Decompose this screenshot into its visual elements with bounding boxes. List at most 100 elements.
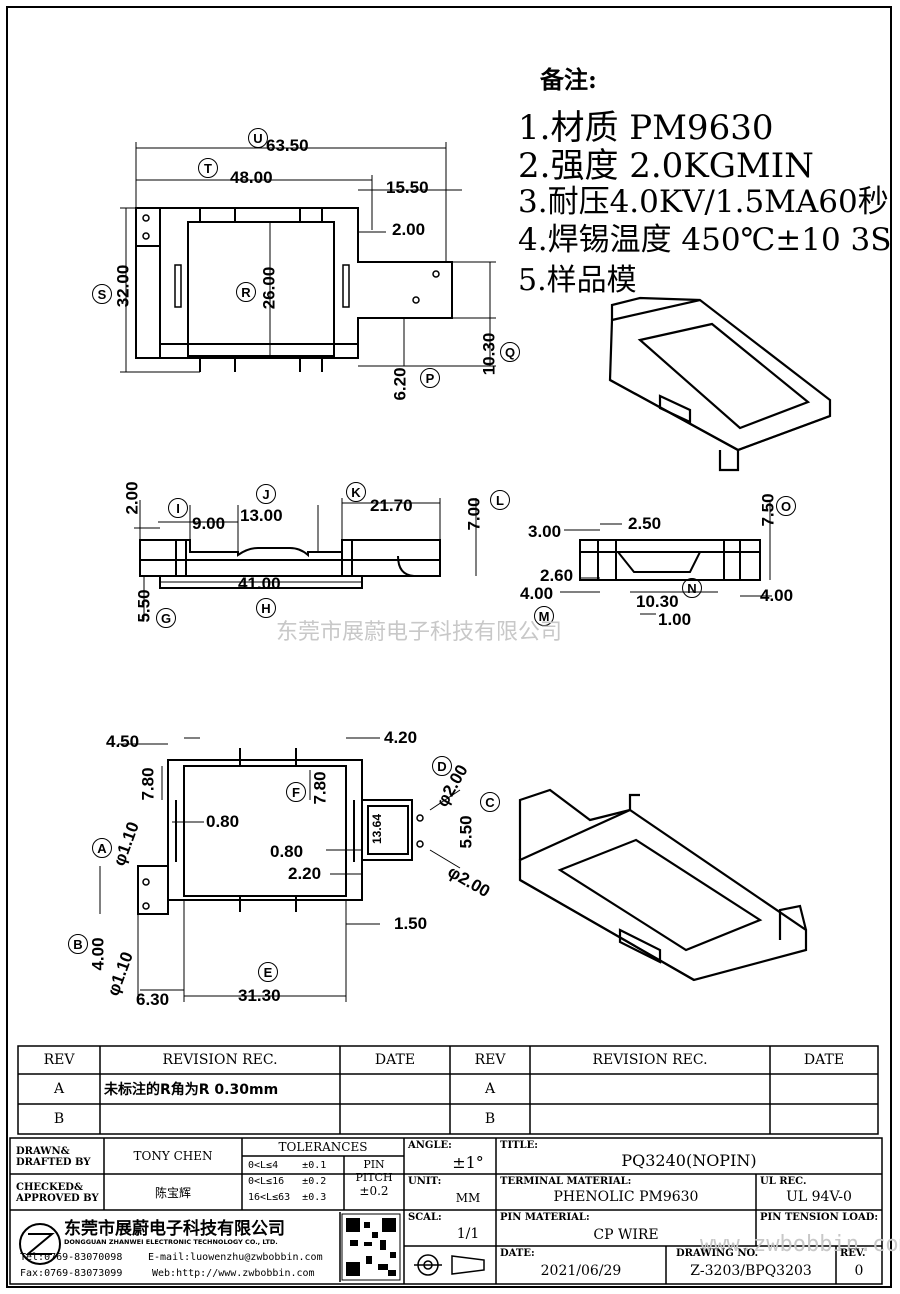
title-label: TITLE: [500, 1140, 538, 1151]
top-view-dims [120, 142, 496, 373]
label-n: N [682, 578, 702, 598]
label-q: Q [500, 342, 520, 362]
bottom-view [137, 748, 424, 915]
rev-no-value: 0 [854, 1263, 864, 1279]
dim-4-00-b: 4.00 [760, 586, 794, 605]
date-header-1: DATE [374, 1052, 416, 1068]
label-f: F [286, 782, 306, 802]
dim-13-00: 13.00 [240, 506, 283, 525]
dim-2-60: 2.60 [540, 566, 574, 585]
dim-2-20: 2.20 [288, 864, 322, 883]
label-k: K [346, 482, 366, 502]
label-d: D [432, 756, 452, 776]
note-voltage: 3.耐压4.0KV/1.5MA60秒 [518, 184, 889, 220]
terminal-material-value: PHENOLIC PM9630 [553, 1189, 699, 1205]
angle-value: ±1° [452, 1152, 484, 1172]
dim-6-20: 6.20 [390, 367, 410, 401]
label-a: A [92, 838, 112, 858]
note-strength: 2.强度 2.0KGMIN [518, 146, 814, 186]
rev-b-left: B [53, 1111, 65, 1127]
rev-header-2: REV [474, 1052, 506, 1068]
label-j: J [256, 484, 276, 504]
rev-rec-header-1: REVISION REC. [162, 1052, 278, 1068]
dim-31-30: 31.30 [238, 986, 281, 1005]
company-logo [19, 1223, 61, 1265]
dim-21-70: 21.70 [370, 496, 413, 515]
label-c: C [480, 792, 500, 812]
angle-label: ANGLE: [408, 1140, 452, 1151]
dim-0-80-b: 0.80 [270, 842, 304, 861]
bottom-view-dims [99, 737, 461, 1002]
rev-no-label: REV. [840, 1248, 866, 1259]
drawing-no-value: Z-3203/BPQ3203 [690, 1263, 812, 1279]
rev-a-record: 未标注的R角为R 0.30mm [104, 1082, 279, 1098]
label-p: P [420, 368, 440, 388]
label-i: I [168, 498, 188, 518]
dim-4-00-a: 4.00 [520, 584, 554, 603]
dim-10-30-a: 10.30 [479, 332, 499, 376]
drawing-no-label: DRAWING NO. [676, 1248, 759, 1259]
dim-5-50-b: 5.50 [456, 815, 476, 849]
label-s: S [92, 284, 112, 304]
terminal-material-label: TERMINAL MATERIAL: [500, 1176, 632, 1187]
dim-6-30: 6.30 [136, 990, 170, 1009]
note-material: 1.材质 PM9630 [518, 108, 774, 148]
dim-41-00: 41.00 [238, 574, 281, 593]
dim-63-50: 63.50 [266, 136, 309, 155]
pin-pitch-label: PIN PITCH [355, 1158, 393, 1184]
label-m: M [534, 606, 554, 626]
company-email: E-mail:luowenzhu@zwbobbin.com [148, 1252, 323, 1263]
title-block-grid [9, 1137, 883, 1285]
label-r: R [236, 282, 256, 302]
dim-3-00: 3.00 [528, 522, 562, 541]
dim-7-80-b: 7.80 [310, 771, 330, 805]
notes-heading: 备注: [540, 65, 597, 94]
dim-32-00: 32.00 [113, 264, 133, 308]
tolerance-row-1: 0<L≤4 ±0.1 [248, 1160, 327, 1171]
company-name-en: DONGGUAN ZHANWEI ELECTRONIC TECHNOLOGY C… [64, 1238, 278, 1246]
rev-b-right: B [484, 1111, 496, 1127]
iso-view-top [608, 296, 832, 472]
date-header-2: DATE [803, 1052, 845, 1068]
company-name-cn: 东莞市展蔚电子科技有限公司 [64, 1219, 285, 1239]
side-view-dims [560, 500, 772, 615]
dim-9-00: 9.00 [192, 514, 226, 533]
dim-7-50: 7.50 [758, 493, 778, 527]
dim-1-00: 1.00 [658, 610, 692, 629]
tolerance-row-2: 0<L≤16 ±0.2 [248, 1176, 327, 1187]
pin-pitch-value: ±0.2 [359, 1184, 389, 1198]
date-value: 2021/06/29 [540, 1263, 622, 1279]
tolerance-row-3: 16<L≤63 ±0.3 [248, 1192, 327, 1203]
dim-2-00-b: 2.00 [122, 481, 142, 515]
dim-2-00-a: 2.00 [392, 220, 426, 239]
drawing-frame [6, 6, 892, 1288]
rev-a-left: A [53, 1081, 65, 1097]
dim-15-50: 15.50 [386, 178, 429, 197]
dim-13-64: 13.64 [370, 813, 385, 845]
revision-table-grid [17, 1045, 879, 1135]
tolerances-label: TOLERANCES [278, 1140, 368, 1154]
label-b: B [68, 934, 88, 954]
scal-label: SCAL: [408, 1212, 442, 1223]
checked-label: CHECKED& APPROVED BY [16, 1182, 99, 1204]
iso-view-bottom [518, 788, 808, 982]
pin-material-label: PIN MATERIAL: [500, 1212, 590, 1223]
qr-code [341, 1213, 401, 1281]
front-view [139, 539, 441, 589]
title-value: PQ3240(NOPIN) [621, 1150, 757, 1170]
pin-material-value: CP WIRE [593, 1227, 659, 1243]
dim-4-50: 4.50 [106, 732, 140, 751]
side-view [579, 539, 761, 581]
date-label: DATE: [500, 1248, 535, 1259]
rev-header-1: REV [43, 1052, 75, 1068]
label-h: H [256, 598, 276, 618]
note-sample: 5.样品模 [518, 263, 637, 298]
drawn-value: TONY CHEN [133, 1149, 213, 1163]
dim-26-00: 26.00 [259, 266, 279, 310]
dim-2-50: 2.50 [628, 514, 662, 533]
drawn-label: DRAWN& DRAFTED BY [16, 1146, 91, 1168]
company-tel: Tel:0769-83070098 [20, 1252, 123, 1263]
dim-48-00: 48.00 [230, 168, 273, 187]
dim-1-50: 1.50 [394, 914, 428, 933]
